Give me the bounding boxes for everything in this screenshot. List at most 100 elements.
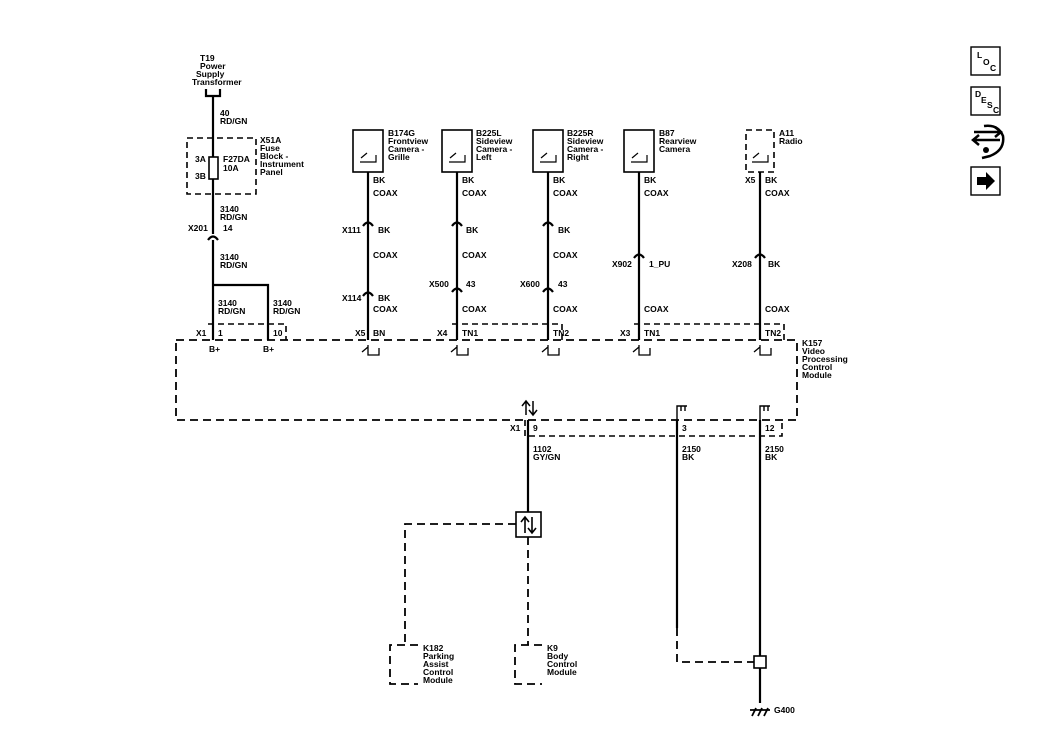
- label-components-x51a-1: Fuse: [260, 143, 280, 153]
- label-components-k9-3: Module: [547, 667, 577, 677]
- connector-views-icon[interactable]: [971, 124, 1005, 160]
- x201-connector: X201 14: [188, 223, 233, 241]
- label-labels-coax: COAX: [765, 304, 790, 314]
- ground-icon: [759, 405, 770, 420]
- label-components-k182-1: Parking: [423, 651, 454, 661]
- label-labels-pin12: 12: [765, 423, 775, 433]
- label-labels-coax: COAX: [373, 304, 398, 314]
- label-labels-bk: BK: [553, 175, 566, 185]
- wire-segment: [524, 420, 783, 437]
- label-labels-x902-pin: 1_PU: [649, 259, 670, 269]
- wire-segment: [404, 523, 516, 645]
- label-labels-x4: X4: [437, 328, 448, 338]
- label-components-k157-3: Control: [802, 362, 832, 372]
- label-labels-x111: X111: [342, 225, 361, 235]
- label-components-fuse-1: 10A: [223, 163, 239, 173]
- label-labels-fuse-3b: 3B: [195, 171, 206, 181]
- label-labels-w2150a-1: BK: [682, 452, 695, 462]
- label-labels-bk: BK: [644, 175, 657, 185]
- wire-segment: [452, 323, 563, 340]
- label-components-t19-3: Transformer: [192, 77, 242, 87]
- t19-power-supply: T19 Power Supply Transformer: [192, 53, 242, 98]
- label-labels-coax: COAX: [553, 250, 578, 260]
- location-nav-button[interactable]: L O C: [970, 46, 1001, 76]
- label-labels-coax: COAX: [765, 188, 790, 198]
- label-labels-x1-wire-b-0: 3140: [273, 298, 292, 308]
- label-labels-coax: COAX: [462, 250, 487, 260]
- label-components-g400: G400: [774, 705, 795, 715]
- label-components-b174g-3: Grille: [388, 152, 410, 162]
- label-nav-desc-e: E: [981, 95, 987, 105]
- wire-segment: [451, 287, 463, 293]
- splice-pack-serial-data: [515, 511, 542, 538]
- label-labels-x1-wire-b-1: RD/GN: [273, 306, 300, 316]
- label-labels-bk: BK: [768, 259, 781, 269]
- label-components-b174g-1: Frontview: [388, 136, 429, 146]
- label-labels-bplus1: B+: [209, 344, 220, 354]
- label-labels-x5: X5: [355, 328, 366, 338]
- b174g-frontview-camera: B174G Frontview Camera - Grille: [352, 128, 429, 173]
- label-components-b174g-2: Camera -: [388, 144, 425, 154]
- k9-body-control-module: K9 Body Control Module: [514, 643, 577, 685]
- k157-video-processing-module: K157 Video Processing Control Module: [175, 338, 848, 421]
- label-labels-bplus2: B+: [263, 344, 274, 354]
- label-labels-w1102-0: 1102: [533, 444, 552, 454]
- wire-segment: [633, 253, 645, 259]
- label-labels-x1-pin10: 10: [273, 328, 283, 338]
- label-components-b225l-0: B225L: [476, 128, 502, 138]
- wire-splice-pin10: [213, 283, 270, 340]
- label-components-a11-0: A11: [779, 128, 794, 138]
- label-labels-tn1: TN1: [462, 328, 478, 338]
- label-labels-w2150a-0: 2150: [682, 444, 701, 454]
- next-arrow-button[interactable]: [970, 166, 1001, 196]
- label-components-fuse-0: F27DA: [223, 154, 250, 164]
- label-labels-coax: COAX: [553, 188, 578, 198]
- wire-segment: [362, 291, 374, 297]
- label-labels-fuse-3a: 3A: [195, 154, 206, 164]
- x51a-fuse-block: X51A Fuse Block - Instrument Panel F27DA…: [186, 135, 304, 195]
- label-labels-x114: X114: [342, 293, 362, 303]
- label-components-k157-2: Processing: [802, 354, 848, 364]
- description-nav-button[interactable]: D E S C: [970, 86, 1001, 116]
- label-components-k9-0: K9: [547, 643, 558, 653]
- label-components-b225r-0: B225R: [567, 128, 593, 138]
- label-components-k182-0: K182: [423, 643, 444, 653]
- label-components-x51a-4: Panel: [260, 167, 283, 177]
- label-components-k182-2: Assist: [423, 659, 449, 669]
- label-nav-loc-o: O: [983, 57, 990, 67]
- label-components-k182-3: Control: [423, 667, 453, 677]
- label-labels-x201-wire-b-1: RD/GN: [220, 260, 247, 270]
- label-components-b225l-2: Camera -: [476, 144, 513, 154]
- label-nav-loc-l: L: [977, 50, 982, 60]
- label-components-b225r-2: Camera -: [567, 144, 604, 154]
- label-labels-coax: COAX: [373, 188, 398, 198]
- label-components-b174g-0: B174G: [388, 128, 415, 138]
- label-labels-x201-wire-0: 3140: [220, 204, 239, 214]
- label-labels-bk: BK: [466, 225, 479, 235]
- a11-radio: A11 Radio: [745, 128, 803, 173]
- label-labels-bk: BK: [462, 175, 475, 185]
- label-components-b225l-3: Left: [476, 152, 492, 162]
- serial-data-icon: [521, 399, 538, 417]
- b225l-sideview-camera-left: B225L Sideview Camera - Left: [441, 128, 513, 173]
- label-labels-w2150b-0: 2150: [765, 444, 784, 454]
- label-components-k9-1: Body: [547, 651, 569, 661]
- label-components-b225r-3: Right: [567, 152, 589, 162]
- label-labels-coax: COAX: [644, 304, 669, 314]
- label-labels-coax: COAX: [373, 250, 398, 260]
- label-labels-x600-pin: 43: [558, 279, 568, 289]
- label-labels-w2150b-1: BK: [765, 452, 778, 462]
- label-labels-bk: BK: [765, 175, 778, 185]
- ground-splice: [753, 655, 767, 669]
- label-labels-x201: X201: [188, 223, 208, 233]
- label-labels-tn1: TN1: [644, 328, 660, 338]
- g400-ground-icon: G400: [750, 705, 795, 717]
- b225r-sideview-camera-right: B225R Sideview Camera - Right: [532, 128, 604, 173]
- label-labels-bk: BK: [378, 225, 391, 235]
- label-components-x51a-0: X51A: [260, 135, 281, 145]
- label-nav-desc-d: D: [975, 89, 981, 99]
- label-nav-loc-c: C: [990, 63, 996, 73]
- label-labels-x1-pin1: 1: [218, 328, 223, 338]
- label-components-k157-4: Module: [802, 370, 832, 380]
